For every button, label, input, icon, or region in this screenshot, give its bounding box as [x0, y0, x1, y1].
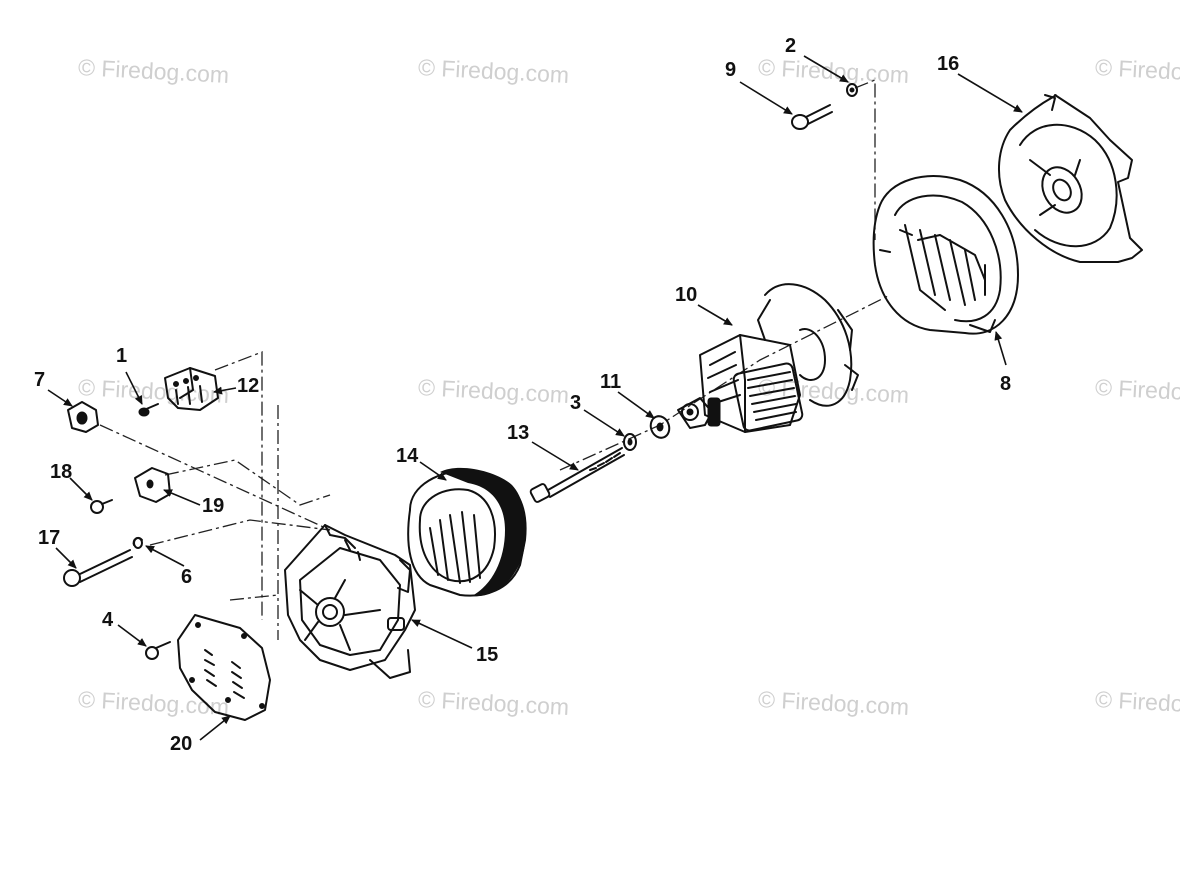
- callout-18: 18: [50, 461, 73, 483]
- callout-17: 17: [38, 527, 61, 549]
- callout-6: 6: [181, 566, 193, 588]
- part-11-washer: [649, 415, 671, 439]
- leader-line-19: [163, 489, 201, 506]
- leader-line-11: [617, 391, 655, 419]
- part-10-rotor-assembly: [677, 283, 859, 433]
- callout-13: 13: [507, 422, 530, 444]
- callout-19: 19: [202, 495, 225, 517]
- assembly-centerline-left: [99, 424, 331, 531]
- part-18-screw: [90, 499, 113, 514]
- callout-8: 8: [1000, 373, 1012, 395]
- leader-line-10: [697, 304, 733, 326]
- leader-line-13: [531, 441, 579, 471]
- leader-line-7: [47, 389, 73, 407]
- part-12-rectifier: [164, 367, 219, 411]
- callout-16: 16: [937, 53, 960, 75]
- assembly-centerline-cover: [229, 594, 279, 601]
- callout-9: 9: [725, 59, 737, 81]
- part-20-cover-plate: [177, 614, 271, 721]
- callout-7: 7: [34, 369, 46, 391]
- part-7-bushing: [67, 401, 99, 433]
- leader-line-14: [419, 461, 447, 481]
- callout-15: 15: [476, 644, 499, 666]
- assembly-centerline-top: [214, 351, 263, 620]
- part-6-washer: [132, 536, 143, 549]
- callout-3: 3: [570, 392, 582, 414]
- leader-line-3: [583, 409, 625, 437]
- leader-line-20: [199, 715, 231, 741]
- leader-line-17: [55, 547, 77, 569]
- part-19-brush-holder: [134, 467, 171, 503]
- part-8-stator-housing: [872, 175, 1019, 335]
- leader-line-9: [739, 81, 793, 115]
- part-17-bolt: [63, 549, 133, 587]
- leader-line-1: [125, 371, 143, 405]
- callout-10: 10: [675, 284, 698, 306]
- part-4-screw: [145, 641, 171, 660]
- part-14-stator: [407, 467, 527, 597]
- part-3-lock-washer: [623, 433, 637, 451]
- part-1-screw: [138, 403, 159, 417]
- assembly-centerline-bolt: [149, 519, 331, 546]
- callout-4: 4: [102, 609, 114, 631]
- leader-line-6: [145, 545, 185, 567]
- callout-20: 20: [170, 733, 193, 755]
- leader-line-8: [994, 331, 1007, 366]
- part-16-rear-cover: [998, 94, 1143, 263]
- part-15-end-bell: [284, 524, 416, 679]
- leader-line-12: [213, 386, 237, 395]
- leader-line-16: [957, 73, 1023, 113]
- assembly-centerline-brush: [164, 459, 331, 506]
- part-13-through-bolt: [529, 447, 625, 503]
- callout-14: 14: [396, 445, 419, 467]
- leader-line-15: [411, 619, 473, 649]
- part-2-nut: [846, 83, 858, 97]
- callout-2: 2: [785, 35, 797, 57]
- callout-12: 12: [237, 375, 260, 397]
- leader-line-4: [117, 624, 147, 647]
- assembly-centerline-screw9: [854, 79, 876, 240]
- leader-line-2: [803, 55, 849, 83]
- part-9-bolt: [791, 104, 833, 130]
- callout-11: 11: [600, 371, 622, 393]
- callout-1: 1: [116, 345, 128, 367]
- leader-line-18: [69, 477, 93, 501]
